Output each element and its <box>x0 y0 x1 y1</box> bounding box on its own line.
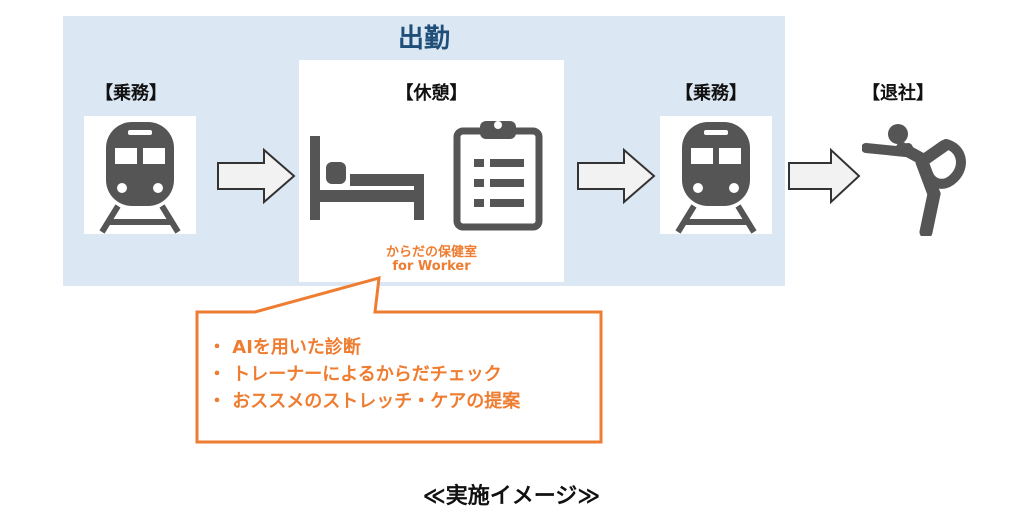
figure-caption: ≪実施イメージ≫ <box>422 484 601 509</box>
work-shift-title: 出勤 <box>397 24 450 54</box>
flow-arrow-1 <box>216 146 296 206</box>
step-label-duty-1: 【乗務】 <box>95 83 167 104</box>
callout-box <box>193 274 605 446</box>
bed-tile <box>308 132 426 224</box>
service-name: からだの保健室 <box>385 245 477 260</box>
yoga-pose-icon <box>862 124 966 236</box>
flow-arrow-3 <box>787 146 861 206</box>
flow-arrow-2 <box>576 146 656 206</box>
right-arrow-icon <box>217 147 296 205</box>
right-arrow-icon <box>577 147 656 205</box>
step-label-leave: 【退社】 <box>862 83 934 104</box>
train-tile-1 <box>84 116 196 234</box>
yoga-tile <box>862 118 972 236</box>
callout-bubble <box>195 275 603 444</box>
bed-icon <box>310 136 424 220</box>
right-arrow-icon <box>788 147 861 205</box>
callout-item-stretch-proposal: ・ おススメのストレッチ・ケアの提案 <box>208 391 521 412</box>
step-label-break: 【休憩】 <box>395 83 468 104</box>
train-icon <box>675 122 757 234</box>
train-tile-2 <box>660 116 772 234</box>
train-icon <box>99 122 181 234</box>
step-label-duty-2: 【乗務】 <box>675 83 747 104</box>
clipboard-tile <box>452 115 544 231</box>
callout-item-trainer-check: ・ トレーナーによるからだチェック <box>208 364 502 385</box>
service-name-subtitle: for Worker <box>392 259 471 274</box>
clipboard-icon <box>453 121 543 231</box>
callout-list: ・ AIを用いた診断 ・ トレーナーによるからだチェック ・ おススメのストレッ… <box>208 334 520 415</box>
callout-item-ai-diagnosis: ・ AIを用いた診断 <box>208 337 361 358</box>
